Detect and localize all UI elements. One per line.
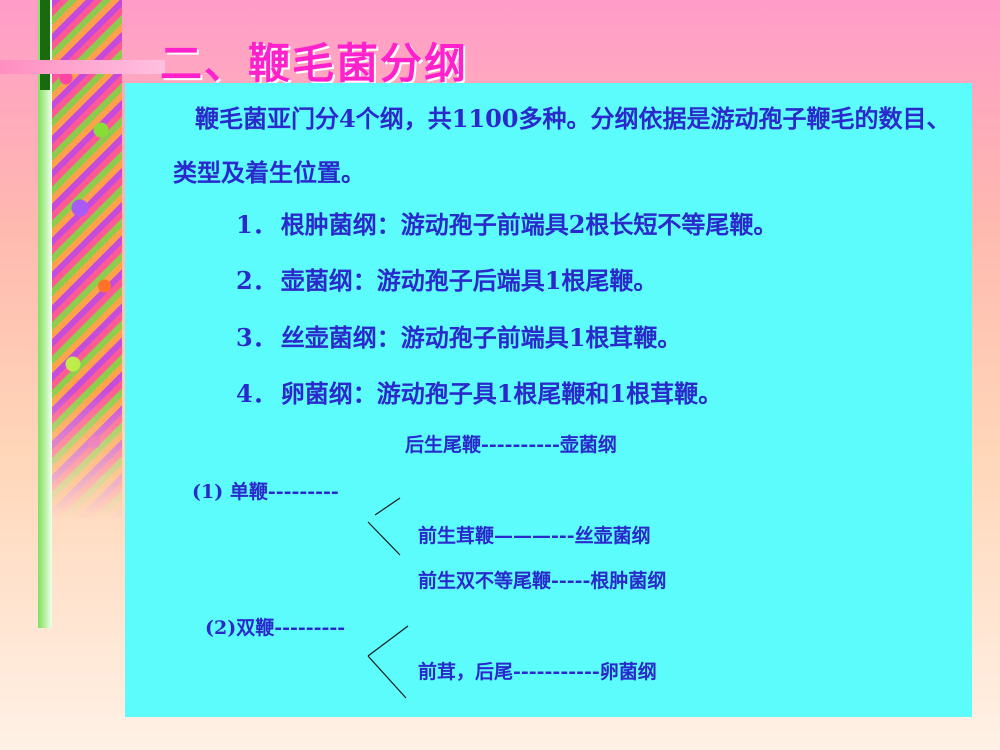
left-vertical-bar: [38, 0, 52, 628]
content-panel: [125, 83, 972, 717]
decorative-ribbon: [52, 0, 122, 520]
item-number: 2．: [236, 266, 277, 295]
item-number: 3．: [236, 323, 277, 352]
class-item-2: 2．壶菌纲：游动孢子后端具1根尾鞭。: [236, 261, 657, 296]
class-item-1: 1．根肿菌纲：游动孢子前端具2根长短不等尾鞭。: [236, 205, 777, 240]
slide-title: 二、鞭毛菌分纲: [160, 39, 469, 88]
item-number: 1．: [236, 210, 277, 239]
left-vertical-bar-top: [40, 0, 50, 90]
tree-double-flagella: (2)双鞭---------: [205, 617, 346, 639]
tree-rear-tail: 后生尾鞭----------壶菌纲: [405, 434, 617, 456]
item-number: 4．: [236, 379, 277, 408]
tree-front-rear: 前茸，后尾-----------卵菌纲: [418, 661, 657, 683]
item-text: 根肿菌纲：游动孢子前端具2根长短不等尾鞭。: [280, 210, 778, 239]
tree-front-tinsel: 前生茸鞭———---丝壶菌纲: [418, 525, 651, 547]
item-text: 卵菌纲：游动孢子具1根尾鞭和1根茸鞭。: [280, 379, 723, 408]
title-accent-bar: [0, 60, 165, 74]
item-text: 丝壶菌纲：游动孢子前端具1根茸鞭。: [280, 323, 682, 352]
class-item-3: 3．丝壶菌纲：游动孢子前端具1根茸鞭。: [236, 318, 681, 353]
tree-front-double: 前生双不等尾鞭-----根肿菌纲: [418, 570, 667, 592]
item-text: 壶菌纲：游动孢子后端具1根尾鞭。: [280, 266, 658, 295]
class-item-4: 4．卵菌纲：游动孢子具1根尾鞭和1根茸鞭。: [236, 374, 722, 409]
tree-single-flagellum: (1) 单鞭---------: [192, 481, 339, 503]
intro-paragraph: 鞭毛菌亚门分4个纲，共1100多种。分纲依据是游动孢子鞭毛的数目、类型及着生位置…: [173, 104, 951, 187]
